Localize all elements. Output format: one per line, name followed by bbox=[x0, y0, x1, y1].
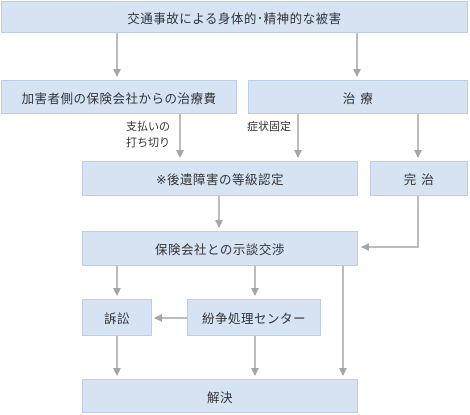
node-dispute-center: 紛争処理センター bbox=[187, 299, 321, 336]
node-lawsuit-label: 訴訟 bbox=[103, 311, 130, 326]
node-treatment: 治 療 bbox=[248, 80, 468, 114]
arrow-recovery-to-negotiation bbox=[361, 196, 419, 251]
node-negotiation: 保険会社との示談交渉 bbox=[82, 231, 358, 266]
node-full-recovery: 完 治 bbox=[370, 161, 468, 196]
edge-label-payment-stop: 支払いの 打ち切り bbox=[126, 119, 170, 151]
node-lawsuit: 訴訟 bbox=[82, 299, 152, 336]
node-resolution: 解決 bbox=[82, 379, 358, 413]
node-disability-cert: ※後遺障害の等級認定 bbox=[82, 161, 358, 196]
edge-label-symptom-fixed: 症状固定 bbox=[247, 119, 291, 135]
edge-label-payment-stop-line1: 支払いの bbox=[126, 120, 170, 133]
edge-label-symptom-fixed-text: 症状固定 bbox=[247, 120, 291, 133]
edge-label-payment-stop-line2: 打ち切り bbox=[126, 136, 170, 149]
node-top-damage-label: 交通事故による身体的･精神的な被害 bbox=[127, 10, 342, 26]
node-disability-cert-label: ※後遺障害の等級認定 bbox=[156, 172, 284, 187]
node-treatment-label: 治 療 bbox=[342, 90, 374, 106]
node-dispute-center-label: 紛争処理センター bbox=[201, 311, 306, 326]
node-insurer-payment-label: 加害者側の保険会社からの治療費 bbox=[21, 90, 217, 106]
node-resolution-label: 解決 bbox=[206, 389, 233, 405]
node-negotiation-label: 保険会社との示談交渉 bbox=[155, 242, 285, 257]
node-full-recovery-label: 完 治 bbox=[403, 172, 435, 187]
node-insurer-payment: 加害者側の保険会社からの治療費 bbox=[1, 80, 237, 114]
node-top-damage: 交通事故による身体的･精神的な被害 bbox=[1, 1, 468, 33]
